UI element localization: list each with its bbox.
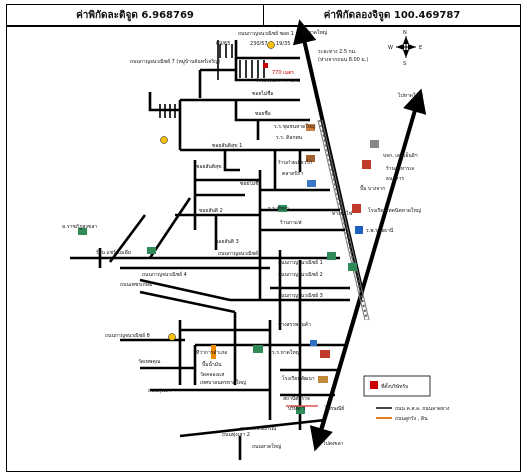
label-num-a: 69/65: [216, 41, 230, 47]
compass-e: E: [419, 45, 422, 51]
compass-n: N: [403, 30, 407, 36]
label-school: ร.ร.ชุมชนหาดใหญ่: [274, 123, 315, 130]
label-uni: โรงเรียนพัฒนา: [282, 375, 315, 382]
landmark-markers: [78, 41, 379, 414]
label-right-d: โรงเรียนเทคนิคหาดใหญ่: [368, 207, 421, 214]
label-gas: ปั๊มน้ำมัน: [202, 359, 222, 368]
label-top-dist: ระยะทาง 2.5 กม.: [318, 49, 357, 55]
lane-comb-top: [159, 44, 265, 118]
label-shop: ร้านเจดอกกากาแลน: [256, 77, 301, 84]
label-road-bottom: ถนนพลพิชัยกรณ์: [240, 425, 277, 432]
dest-south: ไปสงขลา: [322, 440, 344, 447]
label-road-mid3: ถนนกาญจนวณิชย์ 2: [278, 271, 323, 278]
label-road-left3: ถนนเพชรเกษม: [120, 282, 152, 288]
compass-s: S: [403, 61, 406, 67]
label-soi-1: ซอยสันติสุข 1: [212, 142, 242, 149]
label-road-left2: ถนนทุ่งเสา 2: [222, 432, 250, 438]
label-road-mid: ถนนกาญจนวณิชย์: [218, 250, 258, 257]
label-hotel: ร.ร.หาดใหญ่: [272, 349, 300, 356]
label-right-a: บจก. เคพีเอ็นอิฯ: [383, 151, 418, 159]
label-right-b: ร้านอาหารเจ: [386, 165, 415, 172]
label-clinic2: สถานีตำรวจ: [283, 395, 310, 402]
railway: [317, 119, 370, 321]
longitude-label: ค่าพิกัดลองจิจูด 100.469787: [263, 5, 520, 25]
label-num-c: 19/35: [276, 41, 290, 47]
label-temple: ร.ร. ดิลกพน: [276, 134, 303, 141]
label-post: ไปรษณีย์: [324, 405, 344, 412]
label-right-f: ปั๊ม บางจาก: [360, 184, 385, 192]
label-market: ร้านก๋วยเตี๋ยวไก่: [278, 158, 312, 166]
label-soi-5: ซอยสันติ 3: [215, 238, 239, 245]
label-gov: ที่ว่าการอำเภอ: [196, 349, 227, 356]
latitude-label: ค่าพิกัดละติจูด 6.968769: [76, 9, 194, 21]
label-rail: ทางรถไฟ: [332, 210, 353, 217]
label-road-left: ถนนทุ่งเสา: [148, 388, 171, 394]
compass-w: W: [388, 45, 393, 51]
label-top-road: ถนนกาญจนวณิชย์ ซอย 1: [238, 30, 294, 37]
label-temple2: วัดคลองแห: [200, 372, 224, 378]
label-soi-3: ซอยไม่ชื่อ: [240, 180, 262, 187]
label-clinic: ตลาดบิกา: [282, 170, 304, 177]
label-school2: วัดเทพคุณ: [138, 359, 161, 365]
legend: [363, 375, 431, 419]
label-right-c: ธนาคาร: [386, 176, 404, 182]
label-right-e: ร.พ.ราชธานี: [366, 227, 394, 234]
label-hospital: ม.ราชภัฏสงขลา: [62, 224, 97, 230]
label-side-road: ถนนกาญจนวณิชย์ 7 (หมู่บ้านจันทร์เจริญ): [130, 58, 220, 65]
label-soi-2: ซอยสันติสุข 2: [196, 163, 226, 170]
label-road-mid2: ถนนกาญจนวณิชย์ 1: [278, 259, 323, 266]
legend-line1: ถนน ค.ส.ล. ถนนลาดยาง: [395, 406, 450, 412]
label-lane-b: ซอยชื่อ: [255, 110, 271, 117]
label-top-dist2: (ห่างจากถนน 8.00 ม.): [318, 57, 368, 63]
label-num-b: 230/57: [250, 41, 268, 47]
label-red-distance: 770 เมตร: [272, 70, 294, 76]
legend-site: ที่ตั้งบริษัทรับ: [381, 381, 408, 390]
coordinates-header: ค่าพิกัดละติจูด 6.968769 ค่าพิกัดลองจิจู…: [6, 4, 521, 26]
label-lane-a: ซอยไม่ชื่อ: [252, 90, 274, 97]
label-soi-4: ซอยสันติ 2: [199, 207, 223, 214]
label-village: ถนนกาญจนวณิชย์ 8: [105, 332, 150, 339]
label-road-bottom2: ถนนหาดใหญ่: [252, 443, 281, 450]
road-network: [70, 40, 350, 460]
label-road-low2: ถนนกาญจนวณิชย์ 4: [142, 271, 187, 278]
map-frame: [6, 26, 521, 472]
label-mosque: ร.ร.พัทยา: [268, 206, 289, 212]
dest-north-right: ไปหาดใหญ่: [397, 92, 423, 99]
label-factory: ห้างสรรพสินค้า: [278, 321, 311, 328]
label-bank: ร้านกาแฟ: [280, 219, 302, 226]
label-biz: บริษัท ฯ: [288, 405, 305, 412]
label-road-low: ถนนกาญจนวณิชย์ 3: [278, 292, 323, 299]
label-resort: เทศบาลนครหาดใหญ่: [200, 379, 246, 386]
dest-north-top: ไปหาดใหญ่: [301, 29, 327, 36]
label-office-a: ร้าน แชร์ ไอเดีย: [96, 249, 131, 256]
compass-rose: N S W E: [388, 30, 422, 67]
legend-line2: ถนนลูกรัง , ดิน: [395, 415, 428, 422]
